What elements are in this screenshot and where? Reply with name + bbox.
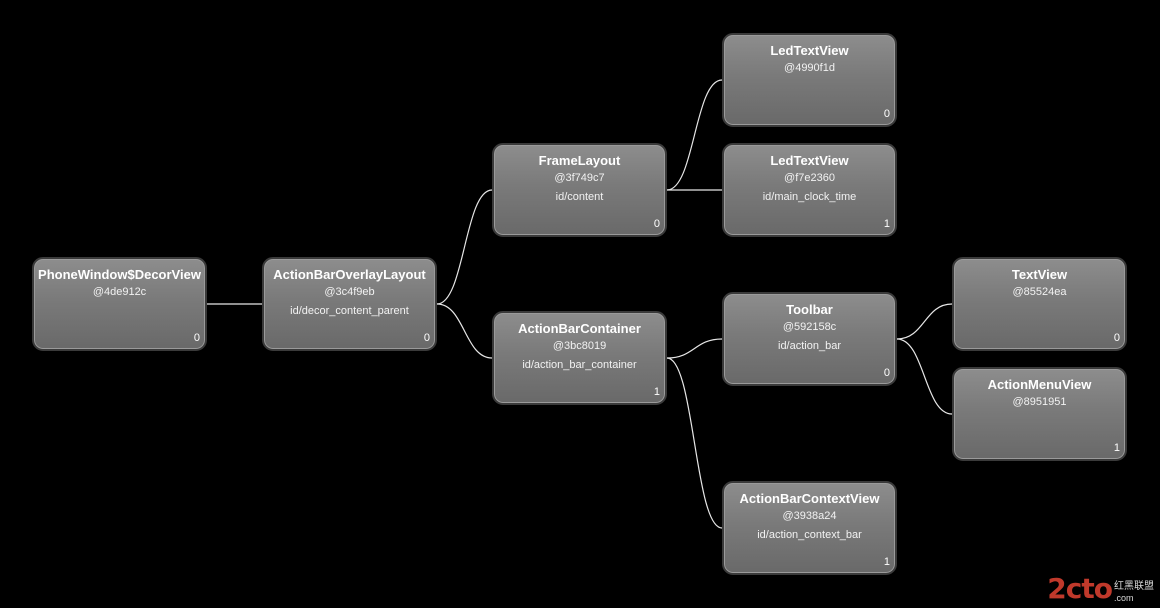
connector-overlay-container (436, 303, 493, 359)
node-class-name: PhoneWindow$DecorView (38, 267, 201, 282)
connector-overlay-frame (436, 189, 493, 305)
node-hash: @85524ea (1012, 286, 1067, 298)
node-actionbar-container[interactable]: ActionBarContainer @3bc8019 id/action_ba… (492, 311, 667, 405)
node-resource-id: id/main_clock_time (762, 191, 857, 203)
connector-container-context (666, 357, 723, 529)
node-class-name: FrameLayout (538, 153, 621, 168)
node-textview[interactable]: TextView @85524ea 0 (952, 257, 1127, 351)
node-framelayout[interactable]: FrameLayout @3f749c7 id/content 0 (492, 143, 667, 237)
node-class-name: ActionMenuView (987, 377, 1092, 392)
node-resource-id: id/content (555, 191, 604, 203)
node-child-count: 0 (883, 367, 890, 379)
node-resource-id: id/decor_content_parent (290, 305, 409, 317)
node-resource-id: id/action_context_bar (757, 529, 862, 541)
node-child-count: 1 (1113, 442, 1120, 454)
node-ledtextview-2[interactable]: LedTextView @f7e2360 id/main_clock_time … (722, 143, 897, 237)
node-ledtextview-1[interactable]: LedTextView @4990f1d 0 (722, 33, 897, 127)
node-child-count: 1 (883, 218, 890, 230)
node-hash: @592158c (782, 321, 837, 333)
watermark-bottom-text: .com (1114, 593, 1134, 603)
node-hash: @3f749c7 (554, 172, 605, 184)
node-actionbar-overlay-layout[interactable]: ActionBarOverlayLayout @3c4f9eb id/decor… (262, 257, 437, 351)
node-child-count: 0 (193, 332, 200, 344)
watermark-main-text: 2cto (1047, 572, 1113, 605)
watermark-top-text: 红黑联盟 (1114, 581, 1154, 592)
node-child-count: 1 (653, 386, 660, 398)
node-resource-id: id/action_bar_container (522, 359, 637, 371)
node-hash: @4990f1d (784, 62, 835, 74)
node-phonewindow-decorview[interactable]: PhoneWindow$DecorView @4de912c 0 (32, 257, 207, 351)
node-class-name: LedTextView (770, 153, 849, 168)
node-class-name: ActionBarOverlayLayout (273, 267, 426, 282)
node-child-count: 0 (883, 108, 890, 120)
node-child-count: 0 (1113, 332, 1120, 344)
watermark-logo: 2cto 红黑联盟 .com (1047, 574, 1154, 604)
node-actionbar-context-view[interactable]: ActionBarContextView @3938a24 id/action_… (722, 481, 897, 575)
connector-frame-led1 (666, 79, 723, 191)
node-action-menu-view[interactable]: ActionMenuView @8951951 1 (952, 367, 1127, 461)
node-hash: @3c4f9eb (324, 286, 375, 298)
watermark-side: 红黑联盟 .com (1114, 581, 1154, 604)
node-class-name: ActionBarContextView (739, 491, 880, 506)
node-class-name: LedTextView (770, 43, 849, 58)
node-hash: @8951951 (1012, 396, 1067, 408)
connector-toolbar-menu (896, 338, 953, 415)
node-child-count: 0 (653, 218, 660, 230)
node-toolbar[interactable]: Toolbar @592158c id/action_bar 0 (722, 292, 897, 386)
connector-toolbar-textview (896, 303, 953, 340)
node-child-count: 0 (423, 332, 430, 344)
connector-container-toolbar (666, 338, 723, 359)
node-resource-id: id/action_bar (778, 340, 841, 352)
node-hash: @4de912c (92, 286, 147, 298)
node-hash: @3938a24 (782, 510, 837, 522)
node-child-count: 1 (883, 556, 890, 568)
node-hash: @3bc8019 (552, 340, 607, 352)
node-class-name: ActionBarContainer (518, 321, 641, 336)
node-class-name: Toolbar (786, 302, 833, 317)
node-hash: @f7e2360 (784, 172, 835, 184)
node-class-name: TextView (1011, 267, 1068, 282)
